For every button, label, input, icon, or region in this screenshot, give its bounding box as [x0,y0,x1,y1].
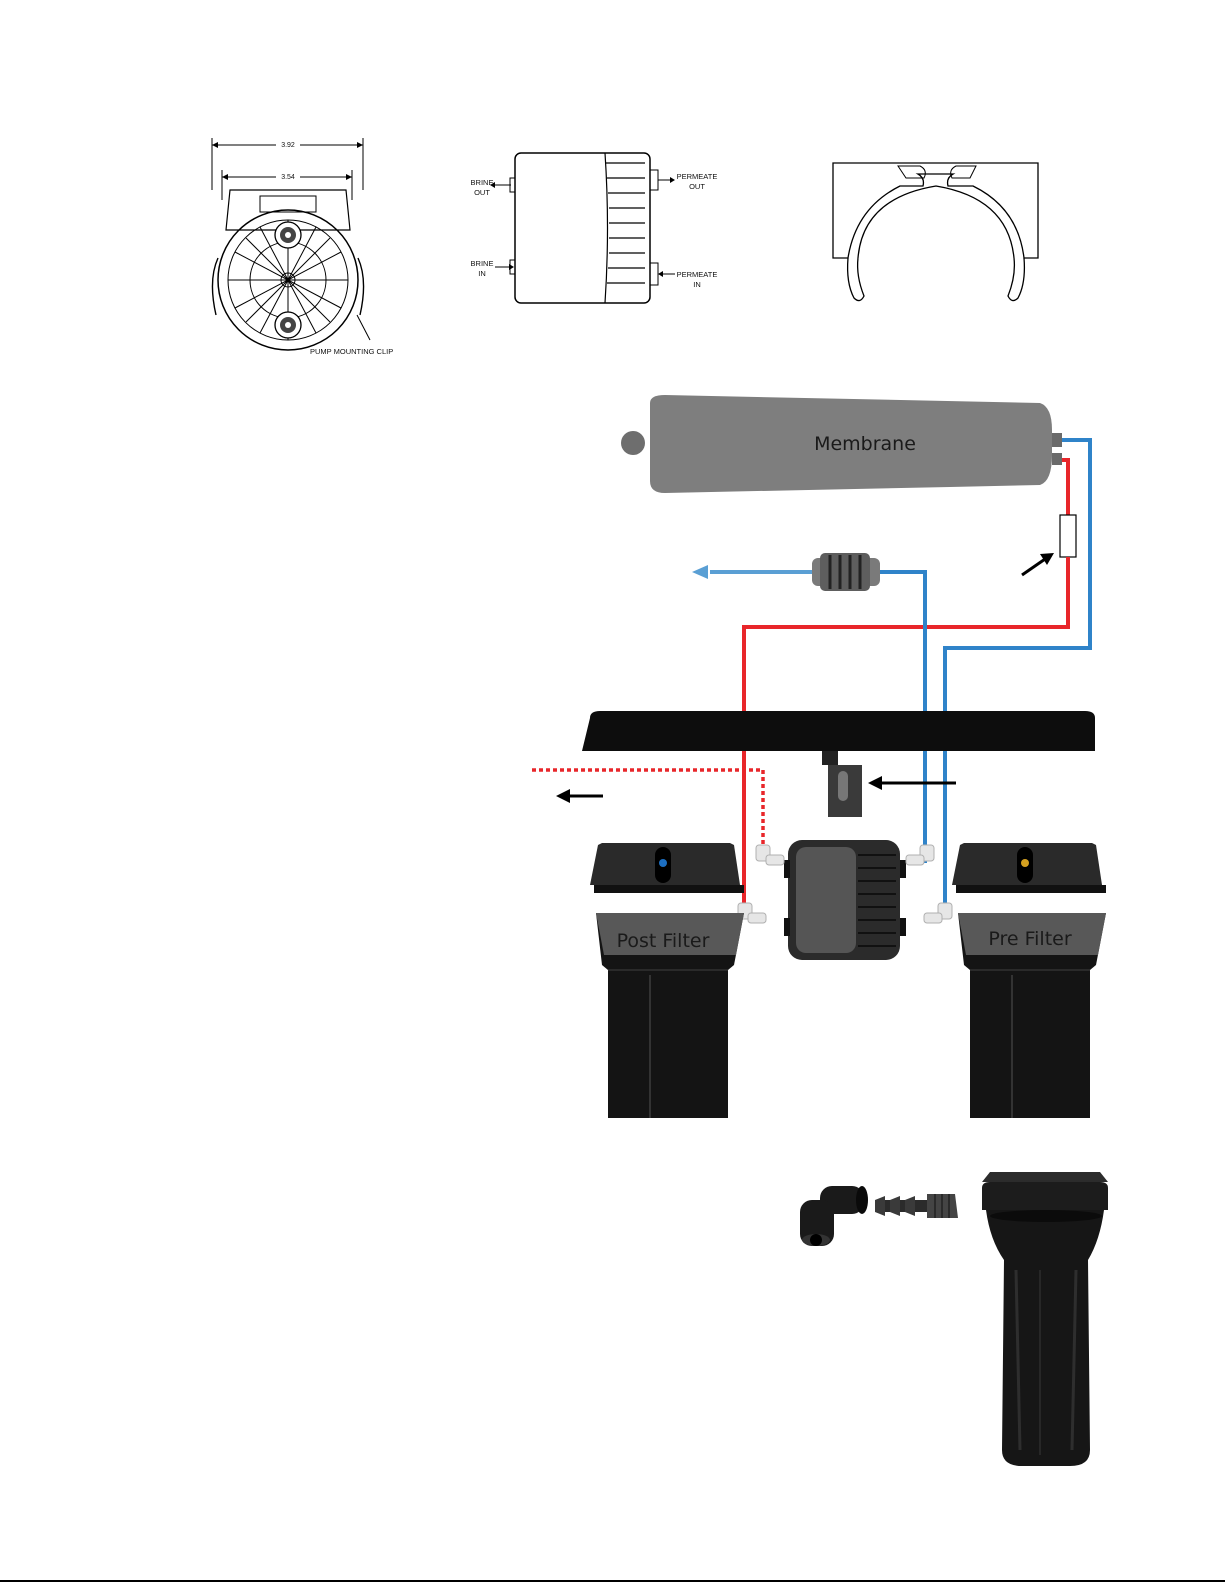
fittings-and-housing-photo [790,1170,1120,1475]
permeate-out-label-2: OUT [689,182,705,191]
brine-in-label-2: IN [478,269,486,278]
barb-adapter-icon [875,1194,958,1218]
flow-restrictor [1060,515,1076,557]
post-filter-housing: Post Filter [590,843,744,1118]
brine-in-label-1: BRINE [471,259,494,268]
booster-pump-body [784,840,906,960]
post-filter-label: Post Filter [617,930,710,952]
brine-out-label-1: BRINE [471,178,494,187]
membrane-housing: Membrane [621,395,1062,493]
membrane-label: Membrane [814,433,916,455]
dim-outer-label: 3.92 [281,142,295,149]
pump-side-drawing: BRINE OUT BRINE IN PERMEATE OUT PERMEATE… [465,148,735,313]
filter-housing-photo [982,1172,1108,1466]
pump-front-drawing: 3.92 3.54 PUMP MOUNTING CLIP [200,130,420,370]
mounting-clip-drawing [828,158,1048,306]
pre-filter-housing: Pre Filter [952,843,1106,1118]
elbow-fitting-icon [800,1186,868,1246]
pre-filter-label: Pre Filter [988,928,1071,950]
pump-mounting-clip-label: PUMP MOUNTING CLIP [310,347,393,356]
page-bottom-rule [0,1580,1225,1582]
brine-out-label-2: OUT [474,188,490,197]
permeate-in-label-2: IN [693,280,701,289]
mounting-bracket [582,711,1095,751]
inline-check-valve [812,553,880,591]
system-plumbing-diagram: Membrane [520,385,1120,1120]
permeate-in-label-1: PERMEATE [677,270,718,279]
permeate-out-label-1: PERMEATE [677,172,718,181]
dim-inner-label: 3.54 [281,174,295,181]
